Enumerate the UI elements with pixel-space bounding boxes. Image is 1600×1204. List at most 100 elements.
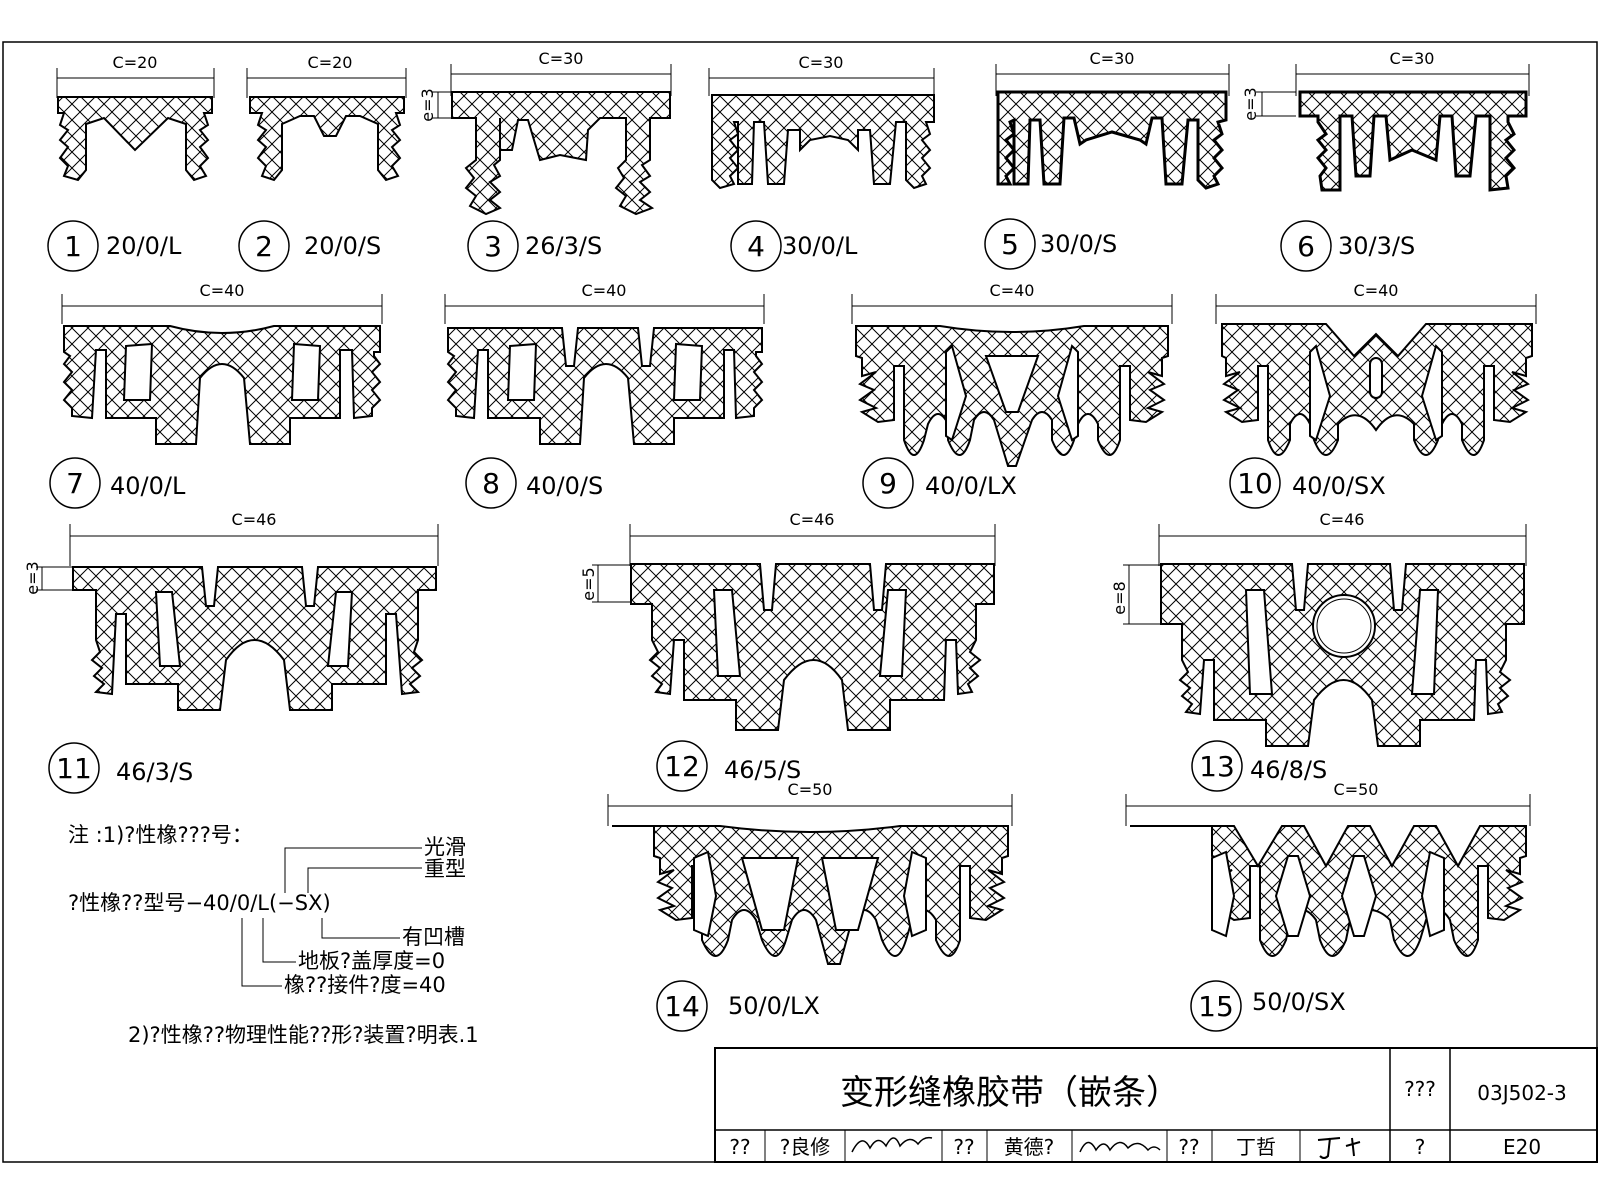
reviewer-name: ?良修 xyxy=(780,1135,831,1159)
profile-2: C=20 xyxy=(246,53,407,182)
dim-label-7: C=40 xyxy=(200,281,245,300)
note-model: ?性橡??型号−40/0/L(−SX) xyxy=(68,891,331,915)
profile-number-2: 2 xyxy=(255,230,273,263)
profile-code-8: 40/0/S xyxy=(526,472,603,500)
checker-signature xyxy=(1079,1141,1161,1153)
dim-label-6: C=30 xyxy=(1390,49,1435,68)
dim-label-5: C=30 xyxy=(1090,49,1135,68)
label-row-1: 1 20/0/L 2 20/0/S 3 26/3/S 4 30/0/L 5 30… xyxy=(47,218,1415,272)
label-row-3: 11 46/3/S 12 46/5/S 13 46/8/S xyxy=(48,740,1327,794)
profile-code-5: 30/0/S xyxy=(1040,230,1117,258)
profile-code-1: 20/0/L xyxy=(106,232,182,260)
profile-code-4: 30/0/L xyxy=(782,232,858,260)
profile-code-7: 40/0/L xyxy=(110,472,186,500)
reviewer-signature xyxy=(851,1136,933,1153)
profile-code-10: 40/0/SX xyxy=(1292,472,1386,500)
profile-number-4: 4 xyxy=(747,230,765,263)
profile-number-3: 3 xyxy=(484,230,502,263)
profile-number-15: 15 xyxy=(1198,990,1234,1023)
design-label: ?? xyxy=(1178,1135,1199,1159)
profile-10: C=40 xyxy=(1215,281,1537,456)
profile-shape-2 xyxy=(249,96,405,182)
profile-code-3: 26/3/S xyxy=(525,232,602,260)
profile-shape-7 xyxy=(62,325,382,445)
note-smooth: 光滑 xyxy=(424,835,466,859)
profile-number-12: 12 xyxy=(664,750,700,783)
profile-code-15: 50/0/SX xyxy=(1252,988,1346,1016)
profile-8: C=40 xyxy=(444,281,765,445)
profile-shape-14 xyxy=(612,825,1009,965)
profile-code-11: 46/3/S xyxy=(116,758,193,786)
atlas-label: ??? xyxy=(1404,1077,1436,1101)
label-row-4: 14 50/0/LX 15 50/0/SX xyxy=(656,980,1346,1032)
profile-number-13: 13 xyxy=(1199,750,1235,783)
note-width: 橡??接件?度=40 xyxy=(284,973,446,997)
profile-11: C=46 e=3 xyxy=(23,510,439,711)
profile-shape-1 xyxy=(57,96,213,182)
note-heavy: 重型 xyxy=(424,857,466,881)
profile-code-13: 46/8/S xyxy=(1250,756,1327,784)
note-groove: 有凹槽 xyxy=(402,925,465,949)
e-label-6: e=3 xyxy=(1241,87,1260,120)
e-label-3: e=3 xyxy=(418,88,437,121)
profile-code-2: 20/0/S xyxy=(304,232,381,260)
profile-13: C=46 e=8 xyxy=(1110,510,1527,747)
dim-label-2: C=20 xyxy=(308,53,353,72)
profile-number-14: 14 xyxy=(664,990,700,1023)
note-line-1: 注 :1)?性橡???号： xyxy=(68,823,253,847)
profile-number-5: 5 xyxy=(1001,228,1019,261)
dim-label-15: C=50 xyxy=(1334,780,1379,799)
e-label-11: e=3 xyxy=(23,561,42,594)
review-label: ?? xyxy=(729,1135,750,1159)
dim-label-12: C=46 xyxy=(790,510,835,529)
drawing-title: 变形缝橡胶带（嵌条） xyxy=(840,1073,1180,1113)
dim-label-4: C=30 xyxy=(799,53,844,72)
designer-signature xyxy=(1317,1137,1361,1159)
profile-shape-8 xyxy=(446,327,764,445)
dim-label-13: C=46 xyxy=(1320,510,1365,529)
profile-number-6: 6 xyxy=(1297,230,1315,263)
page-number: E20 xyxy=(1503,1135,1541,1159)
dim-label-3: C=30 xyxy=(539,49,584,68)
profile-12: C=46 e=5 xyxy=(579,510,996,731)
profile-14: C=50 xyxy=(607,780,1013,965)
checker-name: 黄德? xyxy=(1004,1135,1055,1159)
profile-shape-4 xyxy=(711,94,935,190)
profile-9: C=40 xyxy=(851,281,1173,467)
profile-code-12: 46/5/S xyxy=(724,756,801,784)
label-row-2: 7 40/0/L 8 40/0/S 9 40/0/LX 10 40/0/SX xyxy=(49,457,1386,509)
title-block: 变形缝橡胶带（嵌条） ??? 03J502-3 ?? ?良修 ?? 黄德? ??… xyxy=(714,1047,1598,1163)
profile-code-14: 50/0/LX xyxy=(728,992,820,1020)
profile-1: C=20 xyxy=(56,53,215,182)
designer-name: 丁哲 xyxy=(1236,1135,1276,1159)
profile-shape-3 xyxy=(451,91,671,216)
profile-shape-12 xyxy=(630,563,995,731)
profile-5: C=30 xyxy=(995,49,1230,190)
note-line-2: 2)?性橡??物理性能??形?装置?明表.1 xyxy=(128,1023,479,1047)
profile-code-9: 40/0/LX xyxy=(925,472,1017,500)
profile-4: C=30 xyxy=(708,53,935,190)
profile-number-9: 9 xyxy=(879,467,897,500)
profile-code-6: 30/3/S xyxy=(1338,232,1415,260)
notes-section: 注 :1)?性橡???号： ?性橡??型号−40/0/L(−SX) 光滑 重型 … xyxy=(68,823,479,1047)
check-label: ?? xyxy=(953,1135,974,1159)
atlas-number: 03J502-3 xyxy=(1477,1081,1566,1105)
note-cover: 地板?盖厚度=0 xyxy=(298,949,445,973)
dim-label-8: C=40 xyxy=(582,281,627,300)
profile-7: C=40 xyxy=(61,281,383,445)
profile-number-10: 10 xyxy=(1237,467,1273,500)
profile-shape-5 xyxy=(996,90,1228,190)
profile-number-7: 7 xyxy=(66,467,84,500)
profile-shape-11 xyxy=(72,566,437,711)
page-label: ? xyxy=(1415,1135,1426,1159)
profile-shape-6 xyxy=(1298,90,1528,192)
e-label-13: e=8 xyxy=(1110,581,1129,614)
dim-label-14: C=50 xyxy=(788,780,833,799)
profile-3: C=30 e=3 xyxy=(418,49,672,216)
e-label-12: e=5 xyxy=(579,567,598,600)
dim-label-11: C=46 xyxy=(232,510,277,529)
profile-15: C=50 xyxy=(1125,780,1531,957)
dim-label-10: C=40 xyxy=(1354,281,1399,300)
